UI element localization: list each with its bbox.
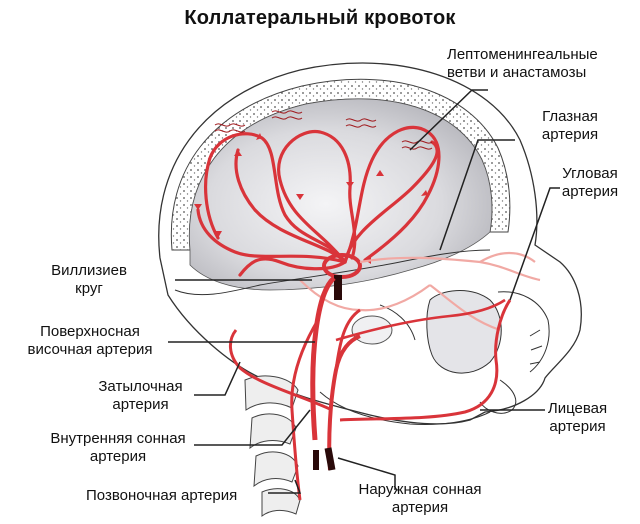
leptomeningeal-arteries <box>196 125 441 277</box>
label-line: артерия <box>549 418 606 435</box>
label-line: Лептоменингеальные <box>447 46 598 63</box>
label-internal-carotid: Внутренняя сонная артерия <box>38 430 198 466</box>
external-carotid-artery-vessel <box>327 334 361 471</box>
label-line: Виллизиев <box>51 262 127 279</box>
label-line: ветви и анастамозы <box>447 64 587 81</box>
superficial-temporal-vessel <box>334 308 361 371</box>
maxillary-artery-vessel <box>335 298 506 342</box>
external-carotid-segment <box>324 447 336 471</box>
facial-bones <box>379 290 550 414</box>
label-line: Лицевая <box>547 400 608 417</box>
vertebral-artery-vessel <box>290 319 320 501</box>
skull-base <box>174 249 491 296</box>
label-leptomeningeal: Лептоменингеальные ветви и анастамозы <box>447 46 598 82</box>
anastomoses <box>214 110 433 150</box>
brain-surface <box>188 98 493 291</box>
label-line: височная артерия <box>27 341 153 358</box>
label-vertebral: Позвоночная артерия <box>86 487 238 504</box>
label-line: Угловая <box>562 165 618 182</box>
label-angular: Угловая артерия <box>545 165 635 201</box>
facial-artery-vessel <box>339 299 512 422</box>
label-facial: Лицевая артерия <box>530 400 625 436</box>
label-line: артерия <box>561 183 619 200</box>
label-line: артерия <box>112 396 169 413</box>
circle-of-willis <box>322 253 362 300</box>
label-line: Поверхносная <box>40 323 140 340</box>
label-willis: Виллизиев круг <box>34 262 144 298</box>
label-line: Внутренняя сонная <box>50 430 186 447</box>
flow-arrows <box>194 133 428 264</box>
label-line: Затылочная <box>98 378 183 395</box>
label-line: круг <box>75 280 103 297</box>
cervical-spine <box>244 375 301 517</box>
label-ophthalmic: Глазная артерия <box>520 108 620 144</box>
label-superficial-temporal: Поверхносная височная артерия <box>10 323 170 359</box>
label-line: артерия <box>391 499 449 516</box>
label-line: артерия <box>89 448 147 465</box>
leader-lines <box>168 89 560 494</box>
label-line: артерия <box>541 126 599 143</box>
mandible <box>319 391 491 425</box>
label-external-carotid: Наружная сонная артерия <box>330 481 510 517</box>
diagram-title: Коллатеральный кровоток <box>184 7 456 29</box>
label-line: Глазная <box>542 108 598 125</box>
label-line: Наружная сонная <box>358 481 482 498</box>
skull-outline <box>158 62 582 425</box>
internal-carotid-artery-vessel <box>310 276 336 441</box>
label-occipital: Затылочная артерия <box>88 378 193 414</box>
